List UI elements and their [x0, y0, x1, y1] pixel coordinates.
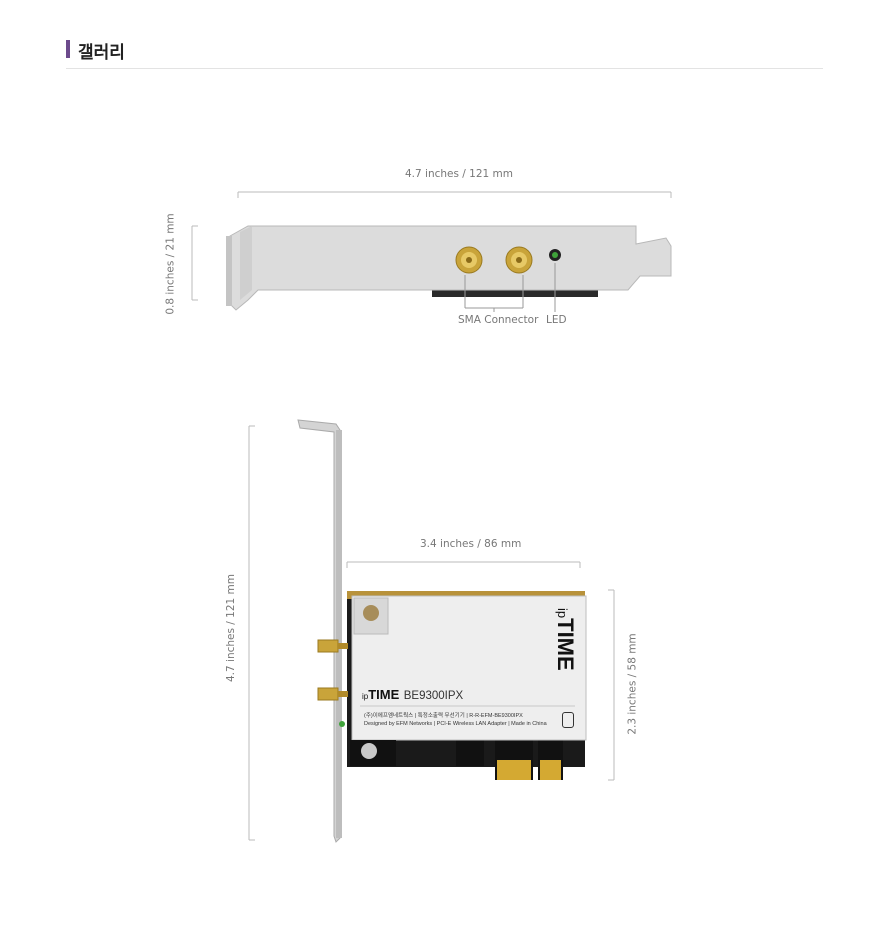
section-title: 갤러리: [78, 43, 125, 63]
card-model-line: ipTIME BE9300IPX: [362, 686, 463, 704]
brand-time: TIME: [553, 618, 578, 671]
section-accent-bar: [66, 40, 70, 58]
top-bracket: [226, 225, 672, 311]
label-company: (주)이에프엠네트웍스: [364, 713, 414, 719]
top-width-dimension: [237, 191, 672, 198]
card-brand-vertical: ipTIME: [548, 608, 578, 678]
sma-connector-side-1: [317, 639, 348, 653]
top-height-dimension: [191, 225, 198, 301]
pcie-gold-fingers: [495, 740, 563, 780]
full-bracket: [297, 419, 342, 843]
card-height-dimension: [608, 589, 615, 781]
card-label-line2: Designed by EFM Networks | PCI-E Wireles…: [364, 721, 547, 727]
label-cert-number: R-R-EFM-BE9300IPX: [469, 713, 523, 719]
top-height-label: 0.8 inches / 21 mm: [164, 213, 177, 315]
section-header: 갤러리: [66, 38, 823, 69]
led-label: LED: [546, 314, 567, 326]
sma-connector-top-2: [505, 246, 533, 274]
label-product-type: PCI-E Wireless LAN Adapter: [436, 721, 507, 727]
model-number: BE9300IPX: [403, 690, 464, 702]
sma-connector-top-1: [455, 246, 483, 274]
card-width-label: 3.4 inches / 86 mm: [420, 538, 522, 550]
sma-callout: [464, 275, 524, 312]
label-device-type: 특정소출력 무선기기: [417, 713, 465, 719]
sma-connector-label: SMA Connector: [458, 314, 539, 326]
label-origin: Made in China: [511, 721, 547, 727]
card-label-line1: (주)이에프엠네트웍스 | 특정소출력 무선기기 | R-R-EFM-BE930…: [364, 713, 523, 719]
heatsink-label: [350, 595, 587, 766]
label-designer: Designed by EFM Networks: [364, 721, 433, 727]
brand-ip: ip: [555, 608, 570, 619]
top-width-label: 4.7 inches / 121 mm: [405, 168, 514, 180]
bottom-height-label: 4.7 inches / 121 mm: [225, 573, 238, 683]
led-indicator: [549, 249, 561, 261]
sma-connector-side-2: [317, 687, 348, 701]
card-height-label: 2.3 inches / 58 mm: [626, 633, 639, 735]
kc-mark-icon: [562, 712, 574, 728]
model-brand-time: TIME: [368, 687, 400, 702]
bottom-height-dimension: [248, 425, 255, 841]
led-side: [339, 721, 345, 727]
card-width-dimension: [346, 561, 581, 568]
model-brand-ip: ip: [362, 692, 369, 701]
